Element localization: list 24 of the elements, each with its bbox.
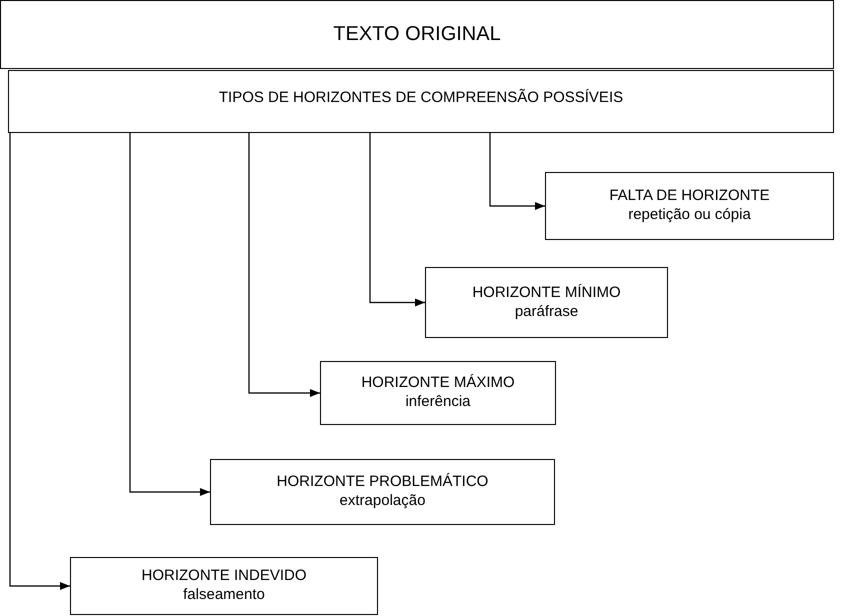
box-description: extrapolação [340,492,426,511]
arrow [248,133,320,397]
type-box [425,267,668,338]
type-box [210,459,555,525]
box-heading: TIPOS DE HORIZONTES DE COMPREENSÃO POSSÍVEIS [218,89,624,108]
box-description: paráfrase [514,302,578,322]
type-box [320,361,556,425]
box-heading: HORIZONTE INDEVIDO [141,567,306,586]
box-heading: HORIZONTE MÍNIMO [472,284,621,302]
title-box [0,0,834,69]
type-box [545,172,834,240]
arrow [489,133,545,210]
arrow [9,133,70,590]
arrow [129,133,210,496]
box-heading: HORIZONTE PROBLEMÁTICO [276,473,488,492]
box-heading: FALTA DE HORIZONTE [609,187,770,206]
box-description: inferência [405,393,471,412]
box-description: repetição ou cópia [628,206,751,225]
box-heading: TEXTO ORIGINAL [333,22,501,47]
category-box [8,70,834,133]
arrow [369,133,425,306]
box-description: falseamento [183,586,265,605]
type-box [70,557,378,615]
box-heading: HORIZONTE MÁXIMO [361,374,515,393]
